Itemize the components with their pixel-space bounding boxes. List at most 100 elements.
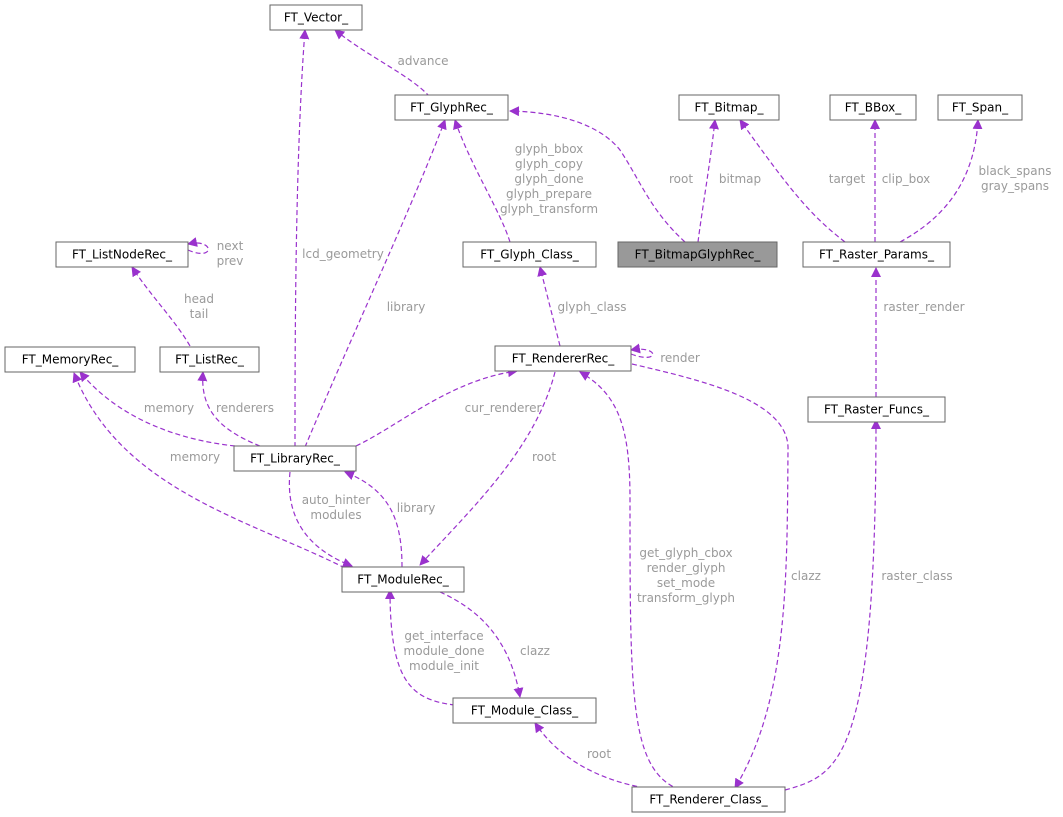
edge-label-line: root (532, 450, 556, 464)
node-label-rasterfuncs: FT_Raster_Funcs_ (824, 403, 930, 417)
edge-module-funcs (385, 589, 456, 706)
edge-library-glyph (304, 119, 447, 448)
node-box-vector (269, 4, 363, 31)
edge-label-line: head (184, 292, 214, 306)
edge-label-line: transform_glyph (637, 591, 735, 605)
edge-label-line: renderers (216, 401, 274, 415)
edge-label-line: get_glyph_cbox (639, 546, 732, 560)
node-box-bbox (829, 94, 917, 121)
edge-label-line: module_done (404, 644, 485, 658)
node-box-glyphclass (462, 241, 597, 268)
edge-label-line: gray_spans (981, 179, 1049, 193)
node-bitmapglyph[interactable]: FT_BitmapGlyphRec_ (617, 241, 778, 268)
edge-root-glyph (509, 106, 686, 243)
edge-listnode-self (187, 237, 209, 255)
edge-label-root-glyph: root (669, 172, 693, 186)
node-rendererclass[interactable]: FT_Renderer_Class_ (631, 786, 786, 813)
edge-label-line: glyph_bbox (515, 142, 584, 156)
edge-library-module (344, 470, 403, 568)
node-label-listnode: FT_ListNodeRec_ (72, 248, 173, 262)
edge-label-line: clip_box (882, 172, 931, 186)
edge-label-line: cur_renderer (465, 401, 542, 415)
edge-label-line: memory (144, 401, 194, 415)
node-bbox[interactable]: FT_BBox_ (829, 94, 917, 121)
node-label-glyphrec: FT_GlyphRec_ (410, 101, 494, 115)
node-label-glyphclass: FT_Glyph_Class_ (480, 248, 580, 262)
node-box-glyphrec (394, 94, 509, 121)
node-memory[interactable]: FT_MemoryRec_ (4, 346, 136, 373)
edge-head-tail (131, 266, 191, 347)
edge-label-line: auto_hinter (302, 493, 371, 507)
edge-clazz-module (439, 591, 524, 698)
nodes: FT_Vector_ FT_GlyphRec_ FT_Bitmap_ FT_BBox_… (4, 4, 1023, 813)
node-label-listrec: FT_ListRec_ (175, 353, 245, 367)
edge-label-renderers: renderers (216, 401, 274, 415)
node-label-module: FT_ModuleRec_ (357, 573, 449, 587)
edge-label-line: target (829, 172, 866, 186)
node-label-memory: FT_MemoryRec_ (22, 353, 120, 367)
node-label-library: FT_LibraryRec_ (250, 452, 341, 466)
edge-label-line: root (669, 172, 693, 186)
edge-clazz-renderer (631, 363, 789, 789)
node-listnode[interactable]: FT_ListNodeRec_ (55, 241, 189, 268)
node-renderer[interactable]: FT_RendererRec_ (494, 345, 632, 372)
edge-label-line: clazz (791, 569, 821, 583)
edge-advance (334, 29, 431, 98)
edge-label-clip-box: clip_box (882, 172, 931, 186)
edge-spans (899, 119, 983, 243)
node-label-rendererclass: FT_Renderer_Class_ (649, 793, 768, 807)
node-box-span (937, 94, 1023, 121)
edge-label-line: clazz (520, 644, 550, 658)
node-box-module (341, 566, 465, 593)
edge-root-class (534, 722, 646, 789)
node-module[interactable]: FT_ModuleRec_ (341, 566, 465, 593)
edge-label-target: target (829, 172, 866, 186)
node-box-rasterfuncs (807, 396, 946, 423)
node-box-rasterparams (802, 241, 951, 268)
edge-label-line: root (587, 747, 611, 761)
node-box-library (233, 445, 357, 472)
node-box-bitmapglyph (617, 241, 778, 268)
node-rasterparams[interactable]: FT_Raster_Params_ (802, 241, 951, 268)
node-bitmap[interactable]: FT_Bitmap_ (678, 94, 780, 121)
node-glyphclass[interactable]: FT_Glyph_Class_ (462, 241, 597, 268)
edge-label-line: bitmap (719, 172, 761, 186)
edge-label-line: library (397, 501, 436, 515)
node-moduleclass[interactable]: FT_Module_Class_ (452, 697, 597, 724)
edge-label-raster-class: raster_class (881, 569, 952, 583)
edges (72, 29, 983, 791)
edge-lcd-geometry (294, 29, 310, 448)
edge-label-line: next (217, 239, 244, 253)
node-label-bbox: FT_BBox_ (845, 101, 903, 115)
node-label-bitmapglyph: FT_BitmapGlyphRec_ (635, 248, 762, 262)
edge-label-library-glyph: library (387, 300, 426, 314)
node-rasterfuncs[interactable]: FT_Raster_Funcs_ (807, 396, 946, 423)
edge-label-advance: advance (397, 54, 448, 68)
edge-glyph-class (537, 266, 561, 347)
edge-label-line: glyph_class (557, 300, 626, 314)
node-span[interactable]: FT_Span_ (937, 94, 1023, 121)
node-vector[interactable]: FT_Vector_ (269, 4, 363, 31)
edge-renderer-funcs (579, 371, 681, 791)
node-glyphrec[interactable]: FT_GlyphRec_ (394, 94, 509, 121)
edge-labels: advance root bitmap target clip_box black_spa… (144, 54, 1052, 761)
edge-target (739, 119, 846, 243)
edge-label-library-module: library (397, 501, 436, 515)
edge-memory-mod (72, 372, 346, 569)
node-library[interactable]: FT_LibraryRec_ (233, 445, 357, 472)
edge-auto-hinter (288, 471, 353, 568)
node-label-bitmap: FT_Bitmap_ (695, 101, 765, 115)
edge-label-line: library (387, 300, 426, 314)
edge-label-line: modules (310, 508, 361, 522)
node-listrec[interactable]: FT_ListRec_ (159, 346, 260, 373)
edge-renderers (197, 371, 261, 447)
node-box-memory (4, 346, 136, 373)
edge-label-line: render_glyph (647, 561, 726, 575)
edge-label-root-module: root (532, 450, 556, 464)
edge-label-line: glyph_done (514, 172, 583, 186)
